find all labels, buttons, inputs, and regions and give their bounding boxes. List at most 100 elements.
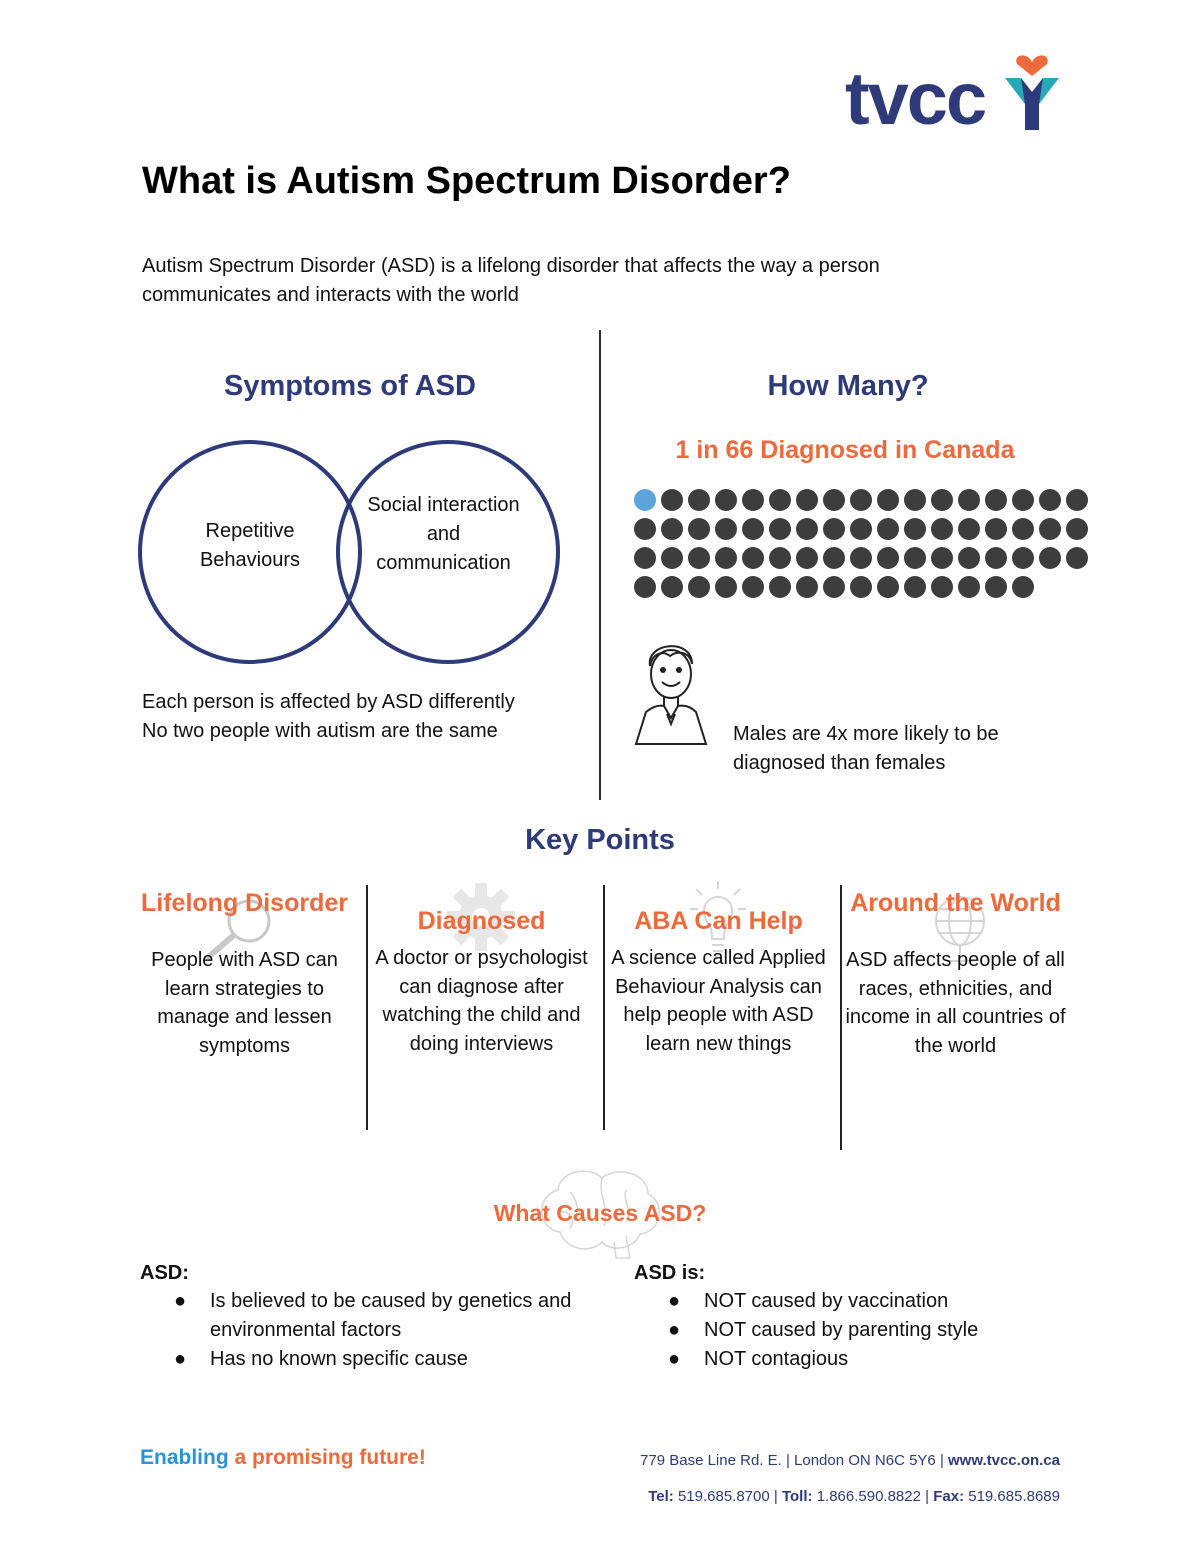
person-dot (634, 547, 656, 569)
tel-label: Tel: (648, 1488, 674, 1505)
person-dot (1039, 547, 1061, 569)
gear-icon (447, 883, 515, 951)
intro-text: Autism Spectrum Disorder (ASD) is a life… (142, 255, 880, 306)
person-dot (1039, 518, 1061, 540)
person-dot (850, 547, 872, 569)
person-dot (850, 518, 872, 540)
key-point-body: A doctor or psychologist can diagnose af… (375, 947, 588, 1055)
key-point-title: ABA Can Help (634, 907, 803, 935)
person-dot (958, 576, 980, 598)
venn-circle-right (336, 440, 560, 664)
venn-circles (138, 440, 560, 664)
person-dot (877, 518, 899, 540)
logo-text: tvcc (845, 57, 987, 140)
website-link[interactable]: www.tvcc.on.ca (948, 1452, 1060, 1469)
person-dot (823, 518, 845, 540)
globe-icon (935, 896, 985, 962)
venn-label-left: Repetitive Behaviours (199, 520, 301, 571)
person-dot (634, 518, 656, 540)
person-dot (1066, 547, 1088, 569)
person-dot (904, 489, 926, 511)
logo-figure-icon (1005, 55, 1059, 130)
footer-tagline: Enabling a promising future! (140, 1446, 426, 1470)
person-dot (958, 547, 980, 569)
footer-contact: Tel: 519.685.8700 | Toll: 1.866.590.8822… (648, 1488, 1060, 1505)
person-dot (931, 489, 953, 511)
tvcc-logo: tvcc (845, 40, 1065, 136)
venn-note-line1: Each person is affected by ASD different… (142, 691, 515, 713)
key-point-divider (603, 885, 605, 1130)
prevalence-dot-grid (634, 489, 1094, 605)
key-point-aba: ABA Can Help A science called Applied Be… (606, 881, 831, 1058)
person-dot (823, 547, 845, 569)
key-point-lifelong: Lifelong Disorder People with ASD can le… (132, 885, 357, 1060)
person-dot (796, 489, 818, 511)
lightbulb-icon (690, 881, 746, 958)
person-dot (904, 547, 926, 569)
page-title: What is Autism Spectrum Disorder? (142, 160, 791, 202)
person-dot (742, 576, 764, 598)
how-many-heading: How Many? (767, 370, 929, 402)
person-dot (715, 518, 737, 540)
person-dot (985, 576, 1007, 598)
person-dot (769, 518, 791, 540)
list-item: ●Is believed to be caused by genetics an… (140, 1287, 600, 1345)
key-point-divider (366, 885, 368, 1130)
person-dot (931, 547, 953, 569)
causes-heading: What Causes ASD? (493, 1200, 707, 1226)
bullet-icon: ● (668, 1348, 681, 1370)
person-dot (769, 547, 791, 569)
person-dot (958, 518, 980, 540)
key-point-body: ASD affects people of all races, ethnici… (845, 949, 1066, 1057)
bullet-icon: ● (174, 1290, 187, 1312)
person-dot (661, 576, 683, 598)
key-point-divider (840, 885, 842, 1150)
person-dot (877, 547, 899, 569)
causes-left-heading: ASD: (140, 1262, 189, 1284)
person-dot (715, 576, 737, 598)
footer-address: 779 Base Line Rd. E. | London ON N6C 5Y6… (560, 1452, 1060, 1469)
person-dot (796, 547, 818, 569)
person-dot (1012, 489, 1034, 511)
person-dot (1012, 576, 1034, 598)
person-dot (1039, 489, 1061, 511)
person-dot (1066, 489, 1088, 511)
key-point-title: Around the World (850, 889, 1061, 917)
person-dot (931, 576, 953, 598)
person-dot (904, 518, 926, 540)
person-dot (769, 576, 791, 598)
toll-number[interactable]: 1.866.590.8822 (816, 1488, 921, 1505)
person-dot (796, 576, 818, 598)
venn-label-right: Social interaction and communication (367, 494, 520, 574)
list-item: ●NOT caused by vaccination (634, 1287, 1094, 1316)
person-dot (985, 489, 1007, 511)
key-point-diagnosed: Diagnosed A doctor or psychologist can d… (369, 883, 594, 1058)
person-dot (985, 547, 1007, 569)
causes-right-list: ASD is: ●NOT caused by vaccination ●NOT … (634, 1262, 1094, 1374)
bullet-icon: ● (174, 1348, 187, 1370)
magnifier-icon (204, 899, 271, 962)
person-dot (634, 576, 656, 598)
person-dot (715, 547, 737, 569)
key-point-body: People with ASD can learn strategies to … (151, 949, 338, 1057)
venn-circle-left (138, 440, 362, 664)
key-point-title: Lifelong Disorder (141, 889, 348, 917)
key-points-heading: Key Points (525, 824, 675, 856)
person-dot (1012, 518, 1034, 540)
person-dot (823, 489, 845, 511)
person-dot (742, 489, 764, 511)
person-dot (1012, 547, 1034, 569)
toll-label: Toll: (781, 1488, 813, 1505)
person-dot (661, 547, 683, 569)
prevalence-stat: 1 in 66 Diagnosed in Canada (675, 436, 1015, 464)
person-dot (688, 547, 710, 569)
key-point-world: Around the World ASD affects people of a… (843, 885, 1068, 1060)
boy-icon (634, 645, 708, 745)
person-dot (877, 576, 899, 598)
fax-label: Fax: (933, 1488, 965, 1505)
person-dot (823, 576, 845, 598)
person-dot (742, 547, 764, 569)
list-item: ●NOT caused by parenting style (634, 1316, 1094, 1345)
tel-number[interactable]: 519.685.8700 (677, 1488, 770, 1505)
key-point-title: Diagnosed (417, 907, 546, 935)
